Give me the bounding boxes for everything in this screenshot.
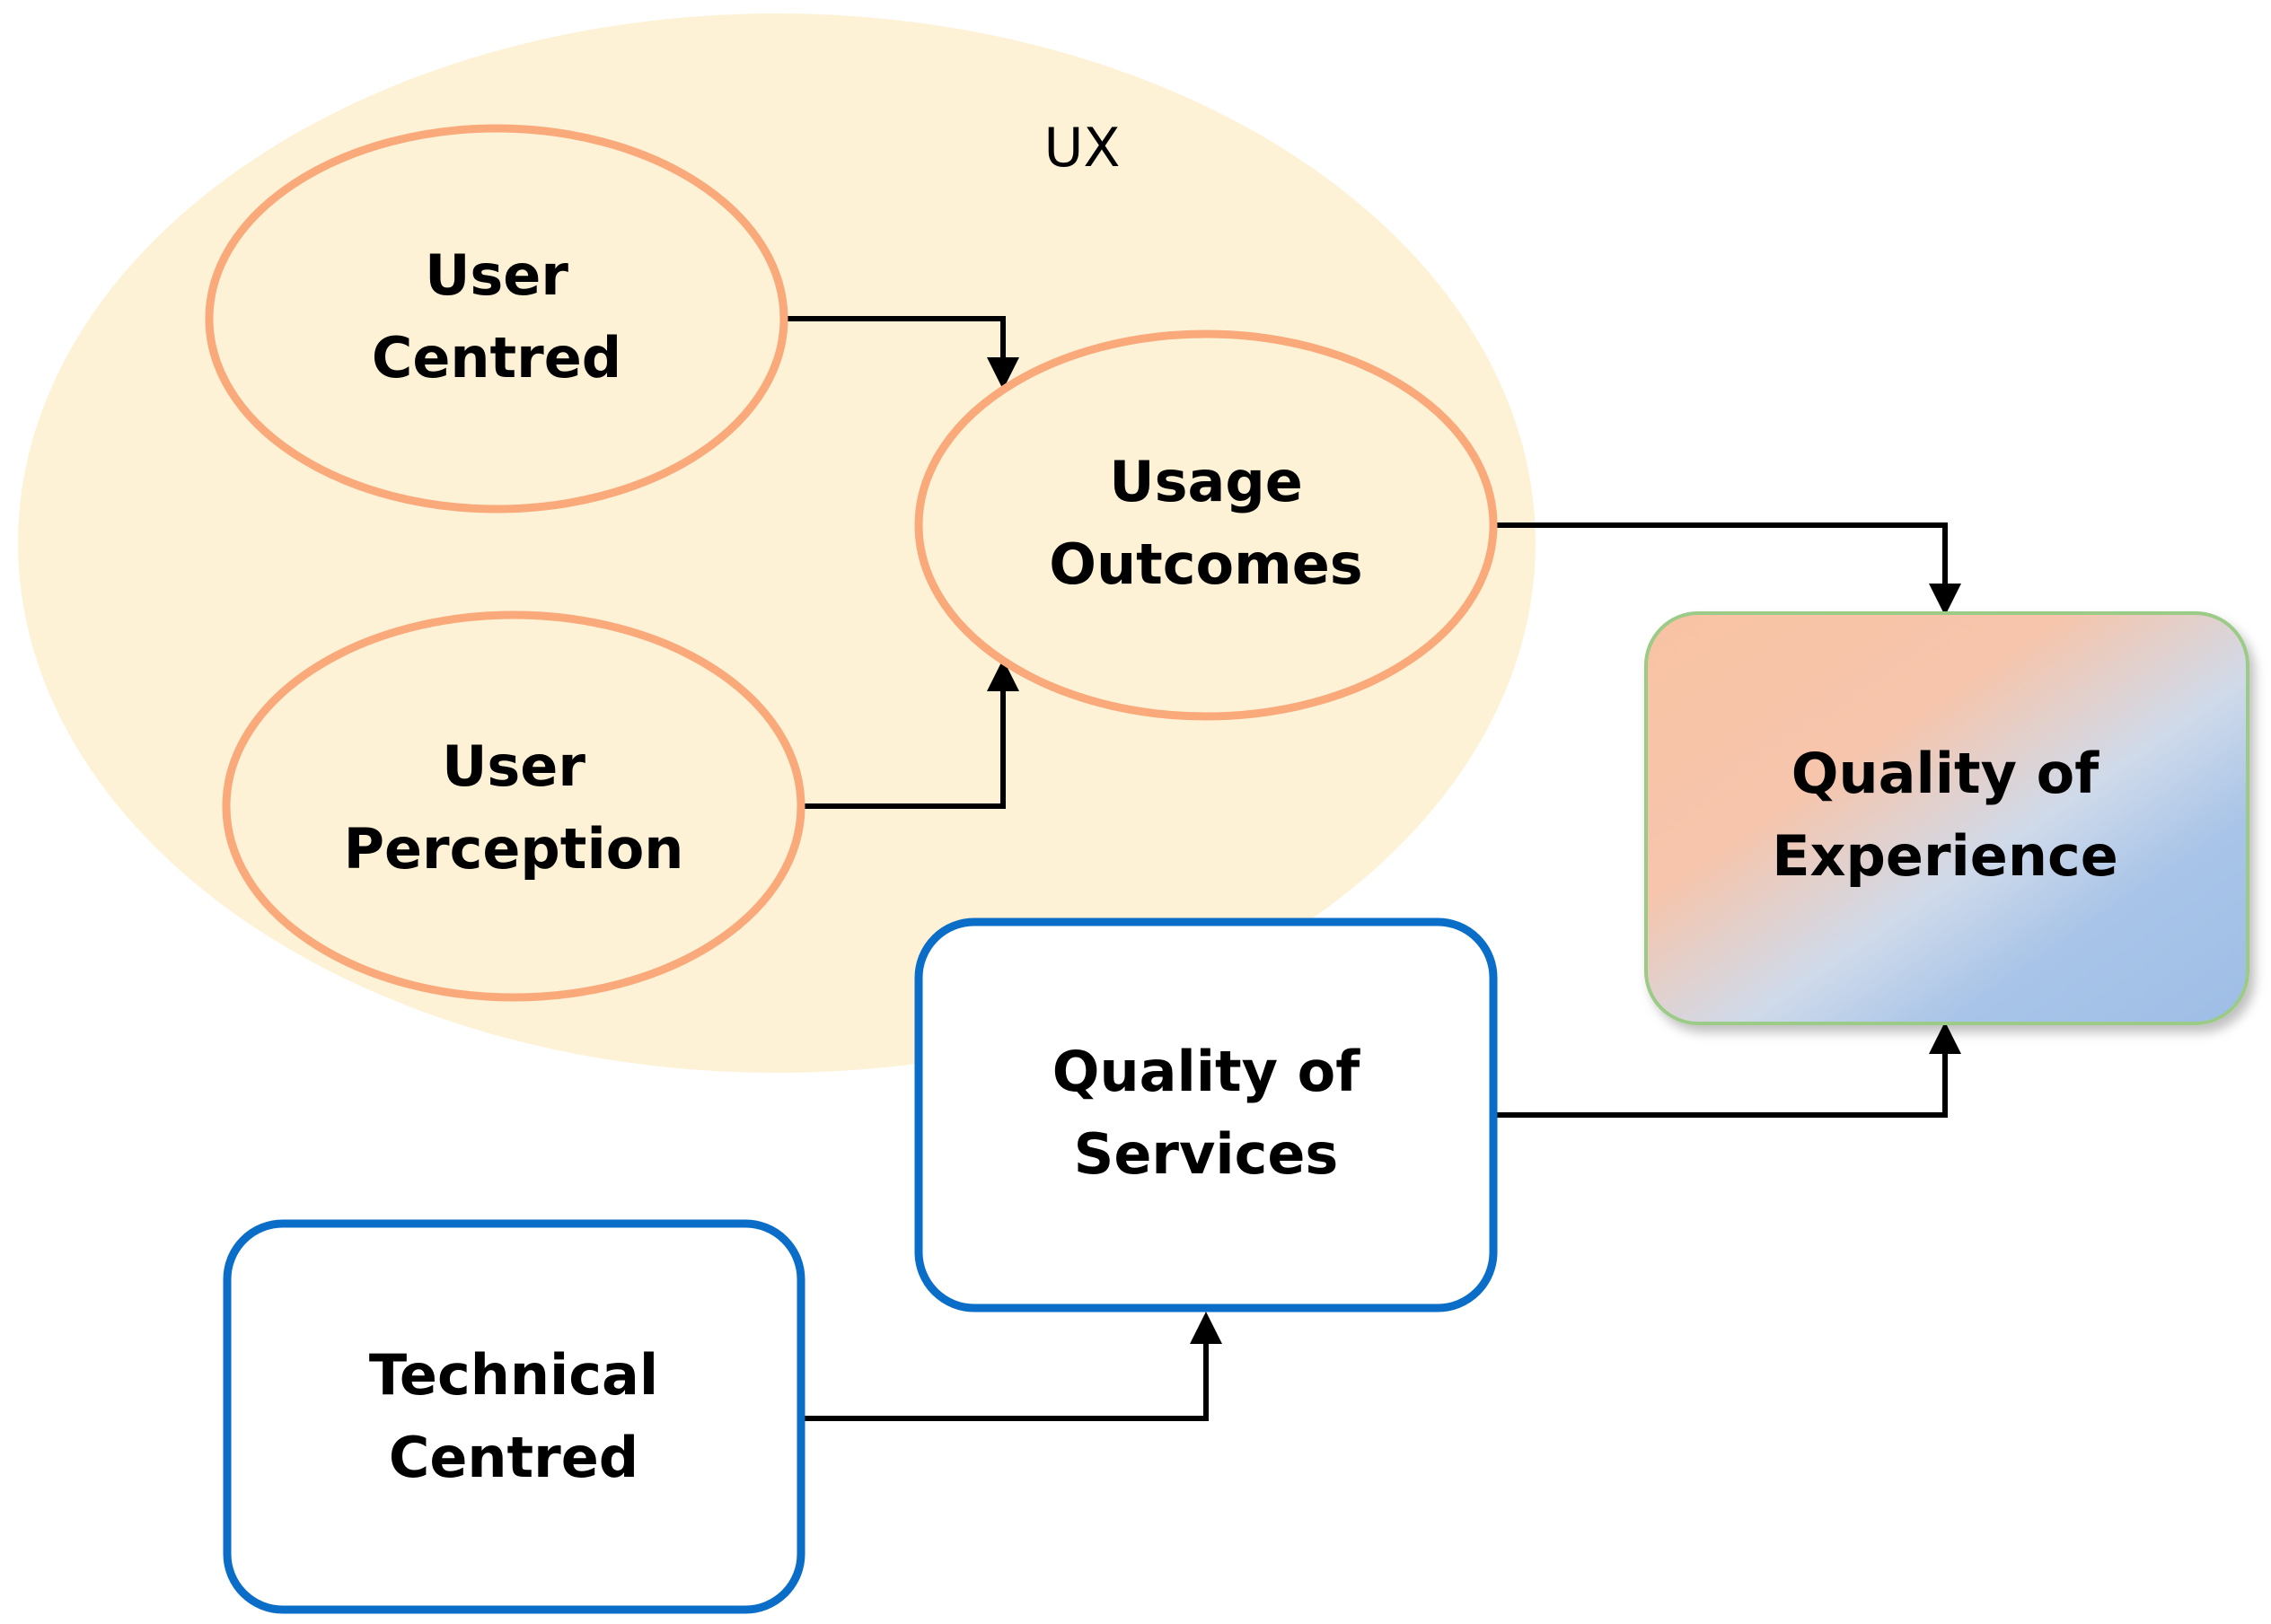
node-user-perception-line2: Perception xyxy=(344,816,684,882)
node-quality-of-experience-line2: Experience xyxy=(1772,823,2118,889)
node-user-perception-line1: User xyxy=(442,733,585,799)
node-technical-centred-line1: Technical xyxy=(369,1342,658,1408)
node-technical-centred: Technical Centred xyxy=(223,1219,805,1614)
node-usage-outcomes-line2: Outcomes xyxy=(1049,531,1362,597)
node-quality-of-services: Quality of Services xyxy=(914,917,1498,1312)
node-technical-centred-line2: Centred xyxy=(389,1425,638,1490)
node-quality-of-services-line2: Services xyxy=(1074,1121,1339,1187)
node-user-perception: User Perception xyxy=(222,610,805,1002)
node-usage-outcomes-line1: Usage xyxy=(1109,449,1303,514)
node-user-centred-line2: Centred xyxy=(372,325,621,391)
node-user-centred-line1: User xyxy=(425,242,568,308)
arrow-technical-centred-to-quality-of-services xyxy=(801,1312,1222,1421)
arrow-quality-of-services-to-quality-of-experience xyxy=(1493,1022,1961,1118)
ux-region-label: UX xyxy=(1043,117,1120,180)
arrow-user-centred-to-usage-outcomes xyxy=(784,316,1019,390)
node-quality-of-services-line1: Quality of xyxy=(1052,1039,1360,1104)
node-quality-of-experience-line1: Quality of xyxy=(1791,741,2099,806)
node-quality-of-experience: Quality of Experience xyxy=(1644,611,2249,1025)
node-usage-outcomes: Usage Outcomes xyxy=(914,329,1498,721)
ux-region xyxy=(18,13,1536,1073)
arrow-user-perception-to-usage-outcomes xyxy=(801,659,1019,809)
node-user-centred: User Centred xyxy=(205,124,788,514)
arrow-usage-outcomes-to-quality-of-experience xyxy=(1493,522,1961,616)
